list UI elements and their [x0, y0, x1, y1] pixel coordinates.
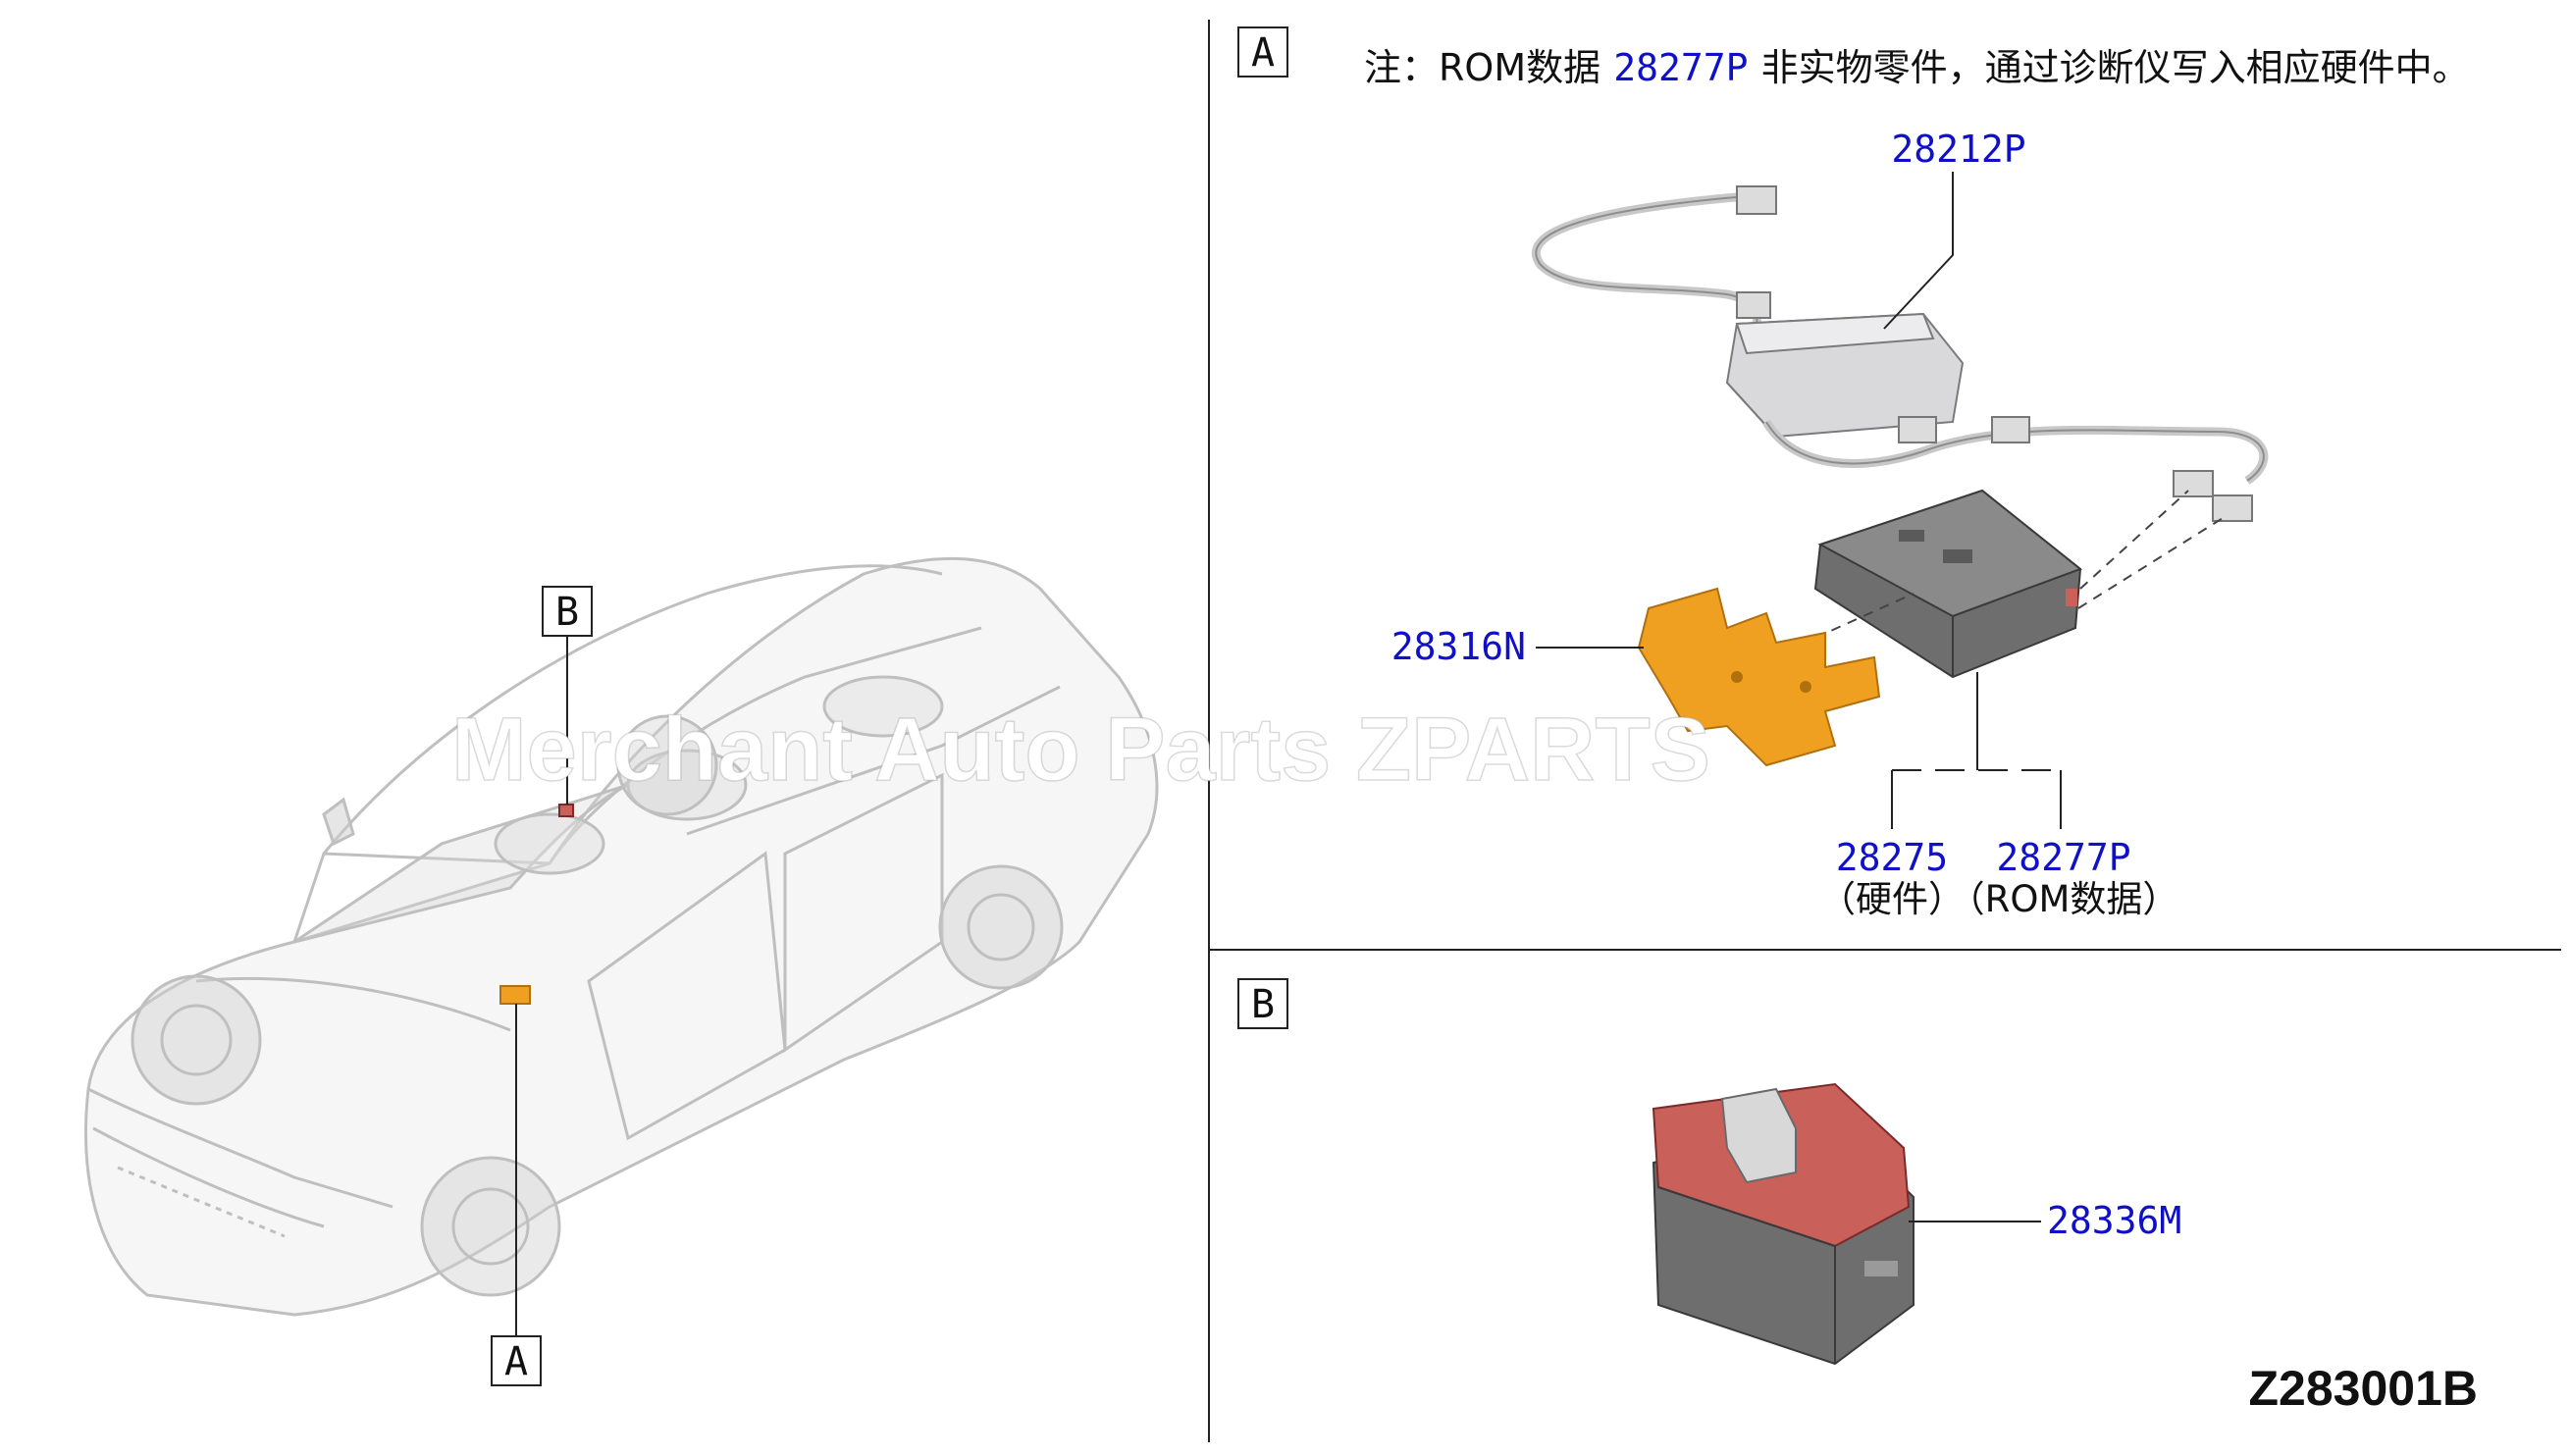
label-28275-note: （硬件） [1819, 878, 1965, 920]
car-marker-b: B [555, 590, 579, 635]
section-b-label: B [1251, 982, 1275, 1027]
label-28212P: 28212P [1891, 128, 2025, 171]
note-part: 28277P [1613, 46, 1748, 89]
relay-28336M [1652, 1082, 1914, 1366]
label-28316N: 28316N [1391, 625, 1526, 668]
harness-module-28212P [1531, 185, 2269, 522]
watermark: Merchant Auto Parts ZPARTS [451, 700, 1710, 800]
bracket-28316N [1637, 587, 1881, 767]
car-component-b [558, 804, 574, 817]
note-text: 注：ROM数据 28277P 非实物零件，通过诊断仪写入相应硬件中。 [1364, 46, 2470, 89]
label-28277P-note: （ROM数据） [1949, 878, 2179, 920]
label-28275: 28275 [1836, 836, 1948, 879]
car-illustration [84, 556, 1159, 1317]
section-b-box [1237, 978, 1288, 1029]
note-prefix: 注：ROM数据 [1364, 46, 1600, 89]
note-suffix: 非实物零件，通过诊断仪写入相应硬件中。 [1761, 46, 2470, 89]
label-28336M: 28336M [2047, 1199, 2181, 1242]
section-a-label: A [1251, 30, 1275, 76]
car-marker-a-box [491, 1335, 542, 1386]
section-a-box [1237, 26, 1288, 78]
car-marker-b-box [542, 586, 593, 637]
label-28277P: 28277P [1996, 836, 2130, 879]
drawing-id: Z283001B [2249, 1361, 2479, 1416]
car-component-a [499, 985, 531, 1005]
ecu-module-28275 [1813, 489, 2083, 679]
car-marker-a: A [504, 1339, 528, 1384]
